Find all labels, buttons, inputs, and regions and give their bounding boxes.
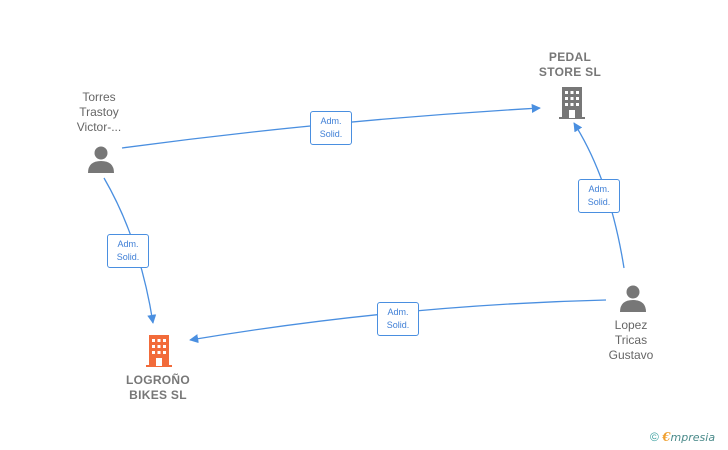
company-label-logrono: LOGROÑO BIKES SL (125, 373, 191, 402)
brand-logo: © €mpresia (650, 430, 715, 444)
person-label-lopez: Lopez Tricas Gustavo (608, 318, 654, 362)
edge-label-line2: Solid. (319, 129, 343, 139)
person-icon[interactable] (86, 144, 116, 174)
brand-name: mpresia (670, 431, 716, 444)
building-icon[interactable] (557, 86, 587, 120)
person-icon[interactable] (618, 283, 648, 313)
edge-label-lopez-logrono[interactable]: Adm. Solid. (377, 302, 419, 336)
edge-label-line2: Solid. (116, 252, 140, 262)
building-icon[interactable] (144, 334, 174, 368)
edge-label-line1: Adm. (117, 239, 139, 249)
edge-label-line1: Adm. (320, 116, 342, 126)
edge-label-line1: Adm. (588, 184, 610, 194)
edge-label-line2: Solid. (386, 320, 410, 330)
company-label-pedal: PEDAL STORE SL (538, 50, 602, 79)
edge-label-torres-pedal[interactable]: Adm. Solid. (310, 111, 352, 145)
brand-e: € (662, 430, 671, 444)
person-label-torres: Torres Trastoy Victor-... (76, 90, 122, 134)
edge-label-lopez-pedal[interactable]: Adm. Solid. (578, 179, 620, 213)
edge-label-line1: Adm. (387, 307, 409, 317)
edge-label-torres-logrono[interactable]: Adm. Solid. (107, 234, 149, 268)
edge-label-line2: Solid. (587, 197, 611, 207)
copyright-icon: © (650, 430, 659, 444)
